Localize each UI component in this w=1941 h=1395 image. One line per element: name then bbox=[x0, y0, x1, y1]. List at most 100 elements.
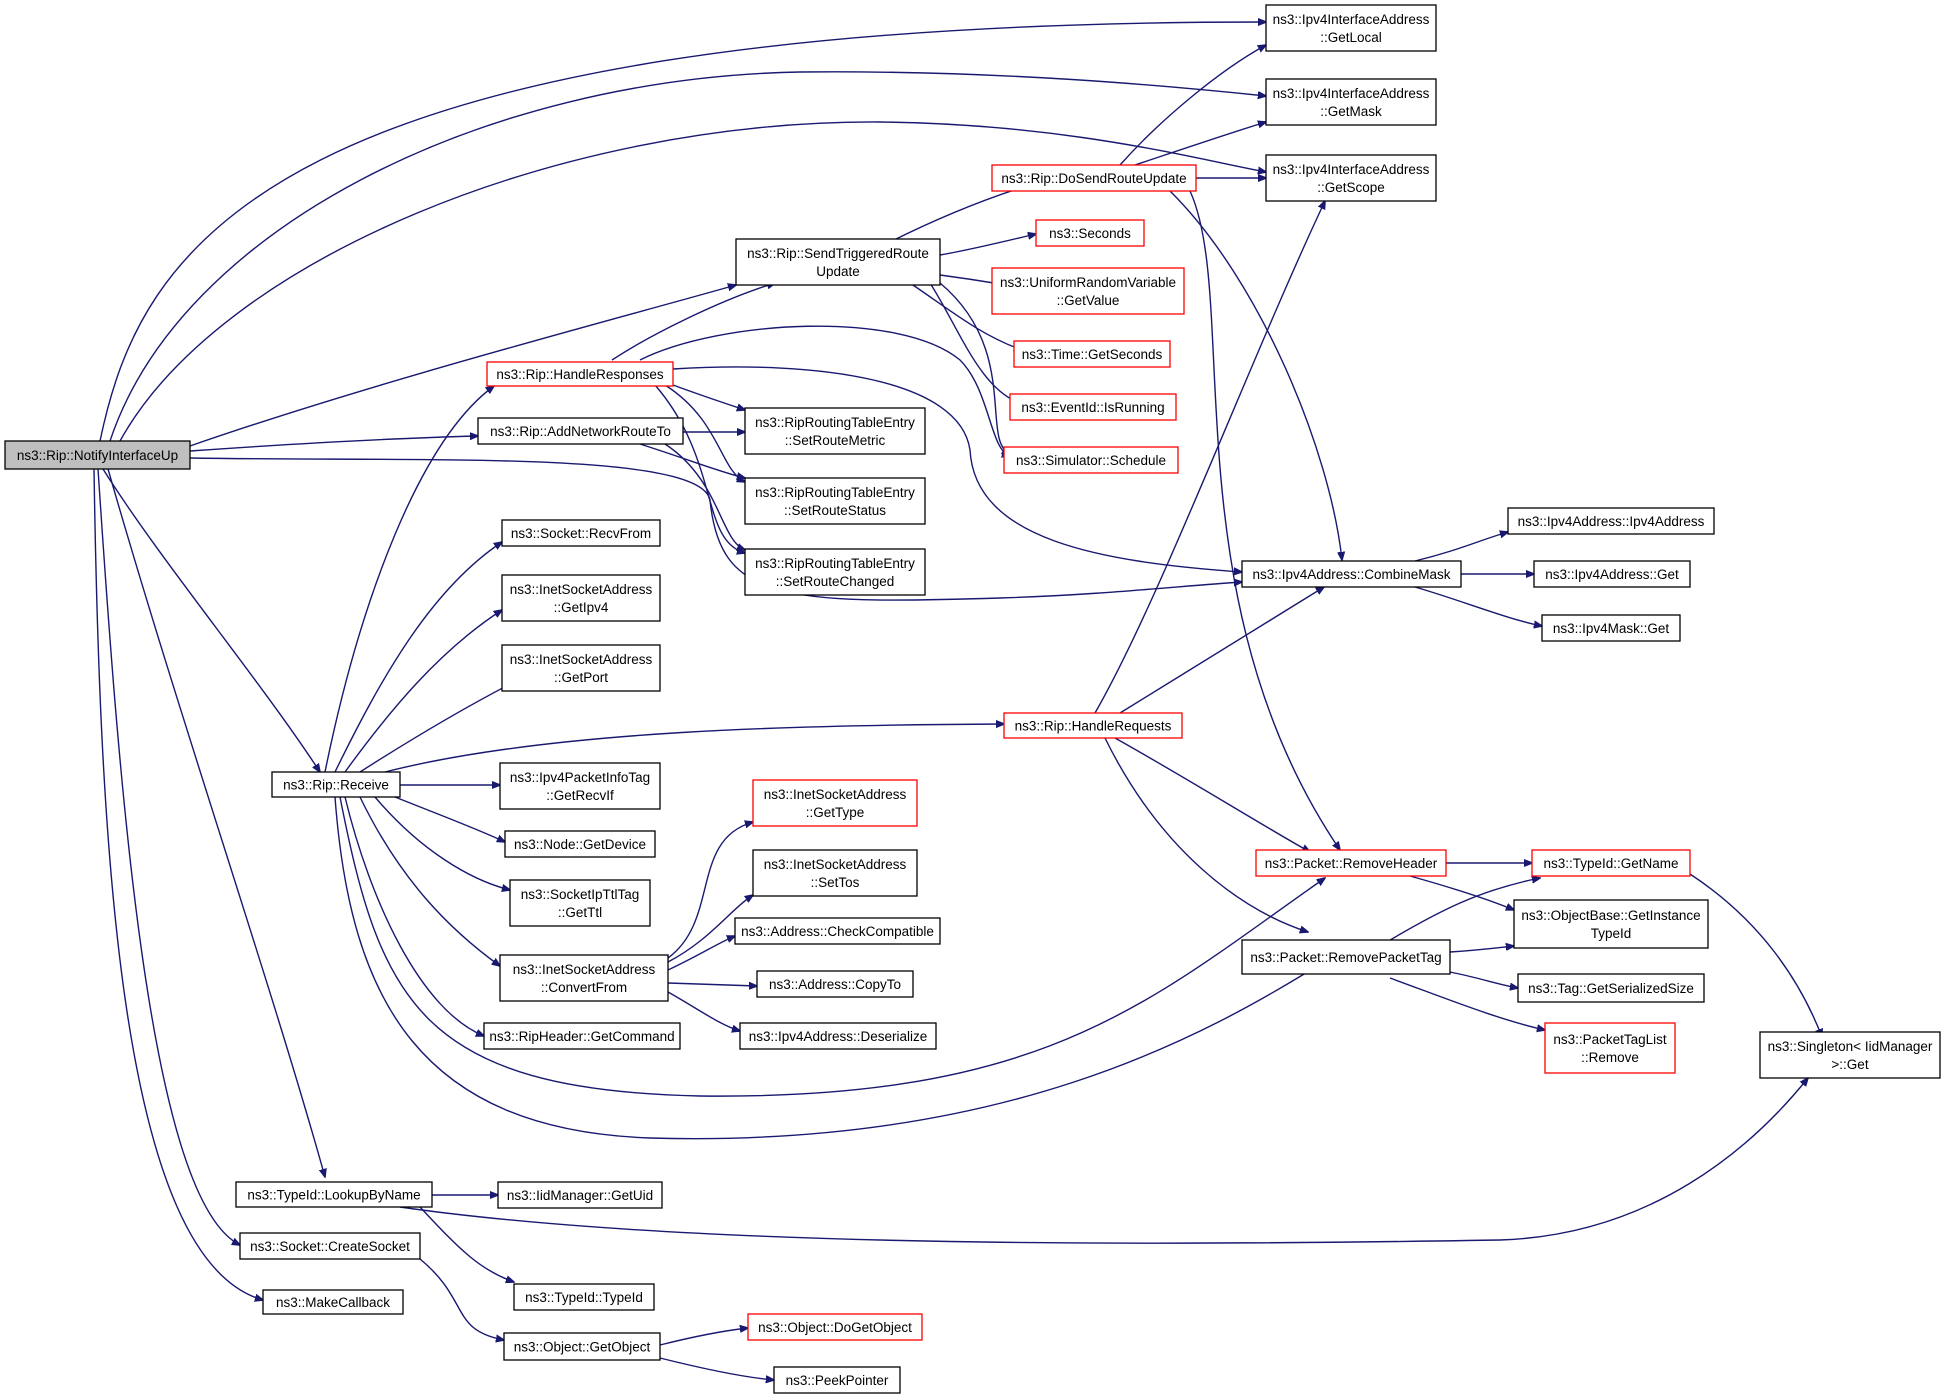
node-label: ns3::Ipv4Address::Get bbox=[1545, 567, 1679, 582]
edge-getobject-dogetobject bbox=[659, 1328, 748, 1346]
node-get-command[interactable]: ns3::RipHeader::GetCommand bbox=[483, 1022, 681, 1050]
node-iid-get-uid[interactable]: ns3::IidManager::GetUid bbox=[497, 1181, 663, 1209]
node-get-recv-if[interactable]: ns3::Ipv4PacketInfoTag::GetRecvIf bbox=[499, 762, 661, 810]
node-copy-to[interactable]: ns3::Address::CopyTo bbox=[756, 970, 914, 998]
node-tag-get-size[interactable]: ns3::Tag::GetSerializedSize bbox=[1517, 973, 1705, 1003]
node-handle-req[interactable]: ns3::Rip::HandleRequests bbox=[1003, 712, 1183, 739]
node-check-compat[interactable]: ns3::Address::CheckCompatible bbox=[734, 917, 941, 945]
node-mask-get[interactable]: ns3::Ipv4Mask::Get bbox=[1541, 614, 1681, 642]
node-label: ns3::Ipv4InterfaceAddress bbox=[1273, 162, 1430, 177]
edge-sendtrig-eventisrun bbox=[929, 282, 1022, 404]
edge-convert-deserialize bbox=[667, 991, 740, 1031]
node-ipv4-ctor[interactable]: ns3::Ipv4Address::Ipv4Address bbox=[1507, 507, 1715, 535]
node-label: ::GetIpv4 bbox=[554, 600, 609, 615]
node-get-ipv4[interactable]: ns3::InetSocketAddress::GetIpv4 bbox=[501, 574, 661, 622]
edges bbox=[93, 22, 1822, 1380]
node-ipv4-get[interactable]: ns3::Ipv4Address::Get bbox=[1533, 560, 1691, 588]
node-handle-resp[interactable]: ns3::Rip::HandleResponses bbox=[486, 361, 674, 387]
node-get-mask[interactable]: ns3::Ipv4InterfaceAddress::GetMask bbox=[1265, 78, 1437, 126]
node-label: ns3::Socket::RecvFrom bbox=[511, 526, 651, 541]
edge-handlereq-combinemask bbox=[1119, 587, 1324, 714]
node-receive[interactable]: ns3::Rip::Receive bbox=[271, 771, 401, 798]
node-create-socket[interactable]: ns3::Socket::CreateSocket bbox=[239, 1232, 421, 1260]
nodes: ns3::Rip::NotifyInterfaceUp ns3::Ipv4Inte… bbox=[4, 4, 1941, 1394]
node-get-port[interactable]: ns3::InetSocketAddress::GetPort bbox=[501, 644, 661, 692]
node-label: ns3::Ipv4Mask::Get bbox=[1553, 621, 1670, 636]
edge-convert-settos bbox=[667, 895, 753, 963]
edge-combinemask-ipv4ctor bbox=[1414, 532, 1508, 562]
node-label: ns3::InetSocketAddress bbox=[510, 582, 653, 597]
edge-handlereq-removepkttag bbox=[1104, 737, 1308, 932]
node-ptl-remove[interactable]: ns3::PacketTagList::Remove bbox=[1544, 1022, 1676, 1074]
node-recv-from[interactable]: ns3::Socket::RecvFrom bbox=[501, 519, 661, 547]
edge-dosend-getlocal bbox=[1119, 45, 1266, 166]
node-label: ::GetType bbox=[806, 805, 865, 820]
node-set-tos[interactable]: ns3::InetSocketAddress::SetTos bbox=[752, 849, 918, 897]
node-seconds[interactable]: ns3::Seconds bbox=[1035, 219, 1145, 247]
node-deserialize[interactable]: ns3::Ipv4Address::Deserialize bbox=[739, 1022, 937, 1050]
node-do-get-object[interactable]: ns3::Object::DoGetObject bbox=[747, 1313, 923, 1341]
node-singleton-get[interactable]: ns3::Singleton< IidManager >::Get bbox=[1759, 1031, 1941, 1079]
node-label: ns3::ObjectBase::GetInstance bbox=[1521, 908, 1700, 923]
edge-sendtrig-schedule bbox=[939, 282, 1010, 454]
node-label: ns3::RipHeader::GetCommand bbox=[489, 1029, 674, 1044]
edge-addnet-setchanged bbox=[664, 443, 745, 550]
node-set-metric[interactable]: ns3::RipRoutingTableEntry::SetRouteMetri… bbox=[744, 407, 926, 455]
node-combine-mask[interactable]: ns3::Ipv4Address::CombineMask bbox=[1241, 560, 1462, 588]
node-urv-get-value[interactable]: ns3::UniformRandomVariable::GetValue bbox=[991, 267, 1185, 315]
edge-root-receive bbox=[102, 468, 320, 772]
node-label: ns3::Rip::SendTriggeredRoute bbox=[747, 246, 929, 261]
node-isa-get-type[interactable]: ns3::InetSocketAddress::GetType bbox=[752, 779, 918, 827]
node-label: ns3::Tag::GetSerializedSize bbox=[1528, 981, 1694, 996]
node-label: ns3::RipRoutingTableEntry bbox=[755, 485, 915, 500]
node-root[interactable]: ns3::Rip::NotifyInterfaceUp bbox=[4, 440, 191, 470]
node-get-scope[interactable]: ns3::Ipv4InterfaceAddress::GetScope bbox=[1265, 154, 1437, 202]
node-label: ns3::Rip::NotifyInterfaceUp bbox=[17, 448, 178, 463]
node-sim-schedule[interactable]: ns3::Simulator::Schedule bbox=[1003, 446, 1179, 474]
node-set-changed[interactable]: ns3::RipRoutingTableEntry::SetRouteChang… bbox=[744, 548, 926, 596]
node-label: ns3::Ipv4Address::Deserialize bbox=[749, 1029, 928, 1044]
node-node-get-dev[interactable]: ns3::Node::GetDevice bbox=[504, 830, 656, 858]
node-label: ::GetPort bbox=[554, 670, 608, 685]
edge-receive-convertfrom bbox=[359, 796, 500, 966]
node-make-callback[interactable]: ns3::MakeCallback bbox=[262, 1289, 404, 1315]
node-remove-pkt-tag[interactable]: ns3::Packet::RemovePacketTag bbox=[1241, 939, 1451, 975]
node-label: ns3::Node::GetDevice bbox=[514, 837, 646, 852]
node-label: ns3::Ipv4Address::CombineMask bbox=[1252, 567, 1450, 582]
node-label: ::GetMask bbox=[1320, 104, 1382, 119]
node-get-ttl[interactable]: ns3::SocketIpTtlTag::GetTtl bbox=[509, 879, 651, 927]
edge-root-getscope bbox=[119, 121, 1266, 442]
edge-lookup-singleton bbox=[399, 1078, 1808, 1244]
edge-removepkttag-gettidname bbox=[1379, 878, 1540, 947]
edge-handleresp-setmetric bbox=[672, 384, 745, 410]
edge-receive-getipv4 bbox=[344, 610, 502, 773]
node-label: ns3::Seconds bbox=[1049, 226, 1131, 241]
edge-createsocket-getobject bbox=[419, 1258, 504, 1340]
node-type-id-ctor[interactable]: ns3::TypeId::TypeId bbox=[513, 1283, 655, 1311]
node-convert-from[interactable]: ns3::InetSocketAddress::ConvertFrom bbox=[499, 954, 669, 1002]
node-get-object[interactable]: ns3::Object::GetObject bbox=[503, 1332, 661, 1361]
node-label: ns3::Ipv4Address::Ipv4Address bbox=[1518, 514, 1705, 529]
node-event-is-run[interactable]: ns3::EventId::IsRunning bbox=[1009, 393, 1177, 421]
node-set-status[interactable]: ns3::RipRoutingTableEntry::SetRouteStatu… bbox=[744, 477, 926, 525]
edge-handleresp-sendtrig bbox=[611, 283, 775, 361]
edge-receive-handlereq bbox=[384, 724, 1004, 773]
edge-handleresp-schedule bbox=[639, 325, 1010, 456]
node-remove-header[interactable]: ns3::Packet::RemoveHeader bbox=[1255, 849, 1447, 877]
node-get-local[interactable]: ns3::Ipv4InterfaceAddress::GetLocal bbox=[1265, 4, 1437, 52]
node-label: ns3::Singleton< IidManager bbox=[1768, 1039, 1933, 1054]
node-label: ns3::MakeCallback bbox=[276, 1295, 390, 1310]
node-lookup-by-name[interactable]: ns3::TypeId::LookupByName bbox=[235, 1181, 433, 1208]
node-tid-get-name[interactable]: ns3::TypeId::GetName bbox=[1531, 849, 1691, 877]
node-label: ns3::RipRoutingTableEntry bbox=[755, 556, 915, 571]
node-label: ns3::TypeId::GetName bbox=[1543, 856, 1678, 871]
edge-convert-gettype bbox=[667, 822, 753, 959]
node-add-net-route[interactable]: ns3::Rip::AddNetworkRouteTo bbox=[477, 417, 684, 445]
edge-removeheader-getinsttid bbox=[1409, 875, 1514, 910]
node-peek-pointer[interactable]: ns3::PeekPointer bbox=[773, 1366, 901, 1394]
node-do-send[interactable]: ns3::Rip::DoSendRouteUpdate bbox=[991, 164, 1197, 192]
node-time-get-sec[interactable]: ns3::Time::GetSeconds bbox=[1013, 340, 1171, 368]
edge-lookup-typeidctor bbox=[419, 1206, 514, 1282]
